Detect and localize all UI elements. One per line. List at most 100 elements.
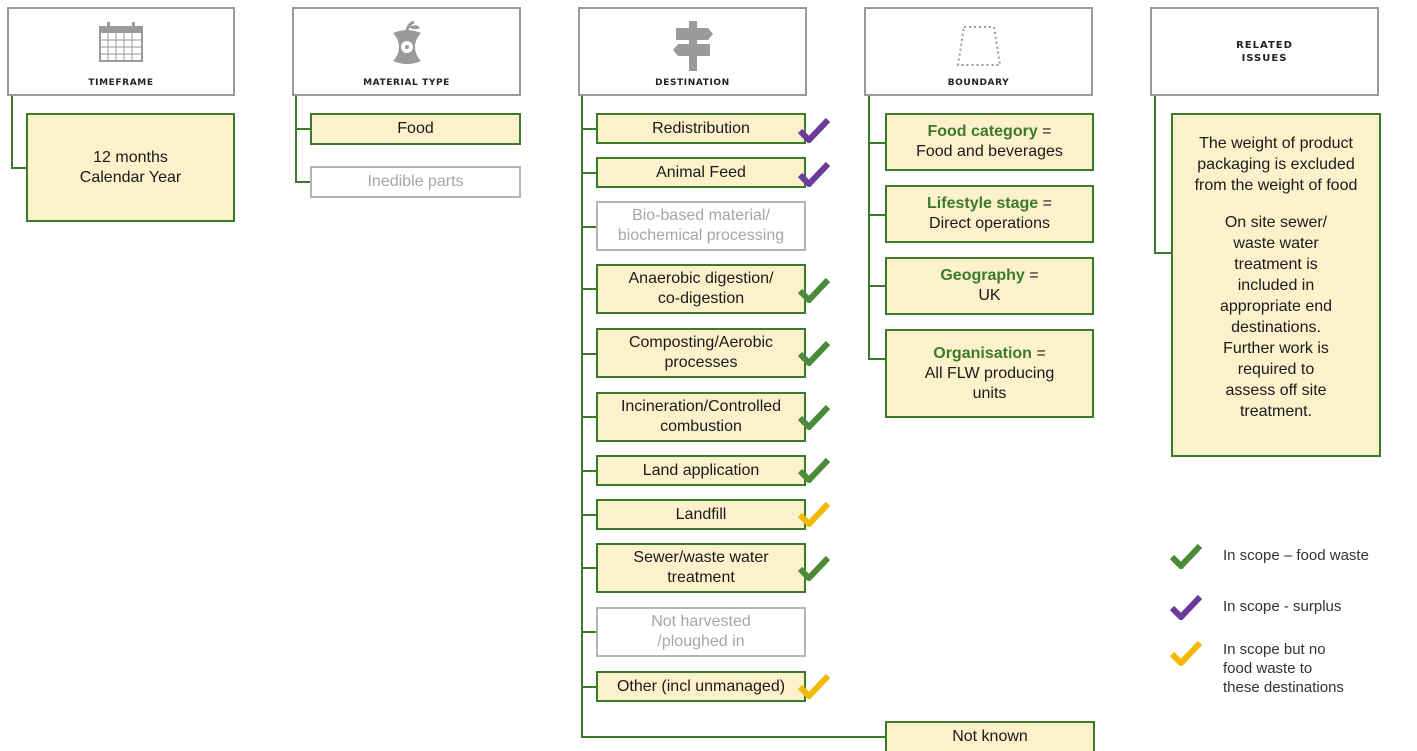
material-type-label: MATERIAL TYPE (363, 78, 450, 88)
check-purple-icon (798, 117, 830, 143)
destination-animal-feed: Animal Feed (596, 157, 806, 188)
boundary-geography-head: Geography = (940, 266, 1038, 286)
timeframe-box: 12 months Calendar Year (26, 113, 235, 222)
boundary-eq: = (1036, 344, 1046, 362)
apple-core-icon (392, 21, 421, 64)
boundary-lifestyle-stage: Lifestyle stage = Direct operations (885, 185, 1094, 243)
destination-label: treatment (667, 569, 735, 586)
boundary-value-2: units (972, 384, 1007, 402)
boundary-label-text: Organisation (933, 344, 1032, 362)
legend-green-text: In scope – food waste (1223, 546, 1369, 565)
boundary-eq: = (1042, 123, 1052, 140)
destination-anaerobic: Anaerobic digestion/ co-digestion (596, 264, 806, 314)
boundary-header: BOUNDARY (864, 7, 1093, 96)
legend-check-green-icon (1170, 543, 1202, 569)
boundary-organisation: Organisation = All FLW producing units (885, 329, 1094, 418)
destination-header: DESTINATION (578, 7, 807, 96)
destination-not-harvested: Not harvested /ploughed in (596, 607, 806, 657)
check-green-icon (798, 277, 830, 303)
legend-line: these destinations (1223, 679, 1344, 696)
destination-label: processes (664, 354, 738, 371)
boundary-eq: = (1042, 195, 1052, 212)
dest-branch (581, 172, 597, 174)
destination-composting: Composting/Aerobic processes (596, 328, 806, 378)
related-connector (1154, 96, 1156, 254)
dest-branch (581, 567, 597, 569)
check-green-icon (798, 404, 830, 430)
related-issues-box: The weight of product packaging is exclu… (1171, 113, 1381, 457)
related-issues-label-2: ISSUES (1241, 52, 1288, 64)
boundary-value: All FLW producing (924, 364, 1055, 382)
dest-branch (581, 686, 597, 688)
legend-line: In scope - surplus (1223, 598, 1342, 615)
related-p2-line: treatment is (1234, 256, 1318, 273)
related-p2-line: required to (1237, 361, 1315, 378)
related-issues-label-1: RELATED (1236, 39, 1293, 51)
destination-bio-based: Bio-based material/ biochemical processi… (596, 201, 806, 251)
related-p2-line: Further work is (1223, 340, 1329, 357)
timeframe-line2: Calendar Year (79, 168, 182, 186)
boundary-label-text: Food category (927, 123, 1038, 140)
destination-label: combustion (660, 418, 742, 435)
related-p2-line: On site sewer/ (1224, 214, 1328, 231)
boundary-value: UK (978, 287, 1001, 304)
destination-label: DESTINATION (655, 78, 730, 88)
boundary-branch (868, 214, 886, 216)
check-green-icon (798, 555, 830, 581)
destination-label: Bio-based material/ (632, 207, 770, 224)
boundary-branch (868, 358, 886, 360)
related-p1-line: The weight of product (1199, 135, 1353, 152)
material-food-label: Food (397, 120, 434, 137)
boundary-food-category: Food category = Food and beverages (885, 113, 1094, 171)
related-issues-header: RELATED ISSUES (1150, 7, 1379, 96)
legend-check-yellow-icon (1170, 640, 1202, 666)
check-green-icon (798, 340, 830, 366)
dest-branch (581, 128, 597, 130)
related-p1-line: packaging is excluded (1197, 156, 1355, 173)
boundary-organisation-head: Organisation = (933, 344, 1045, 364)
destination-redistribution: Redistribution (596, 113, 806, 144)
destination-landfill: Landfill (596, 499, 806, 530)
boundary-value: Food and beverages (916, 143, 1063, 160)
destination-label: Anaerobic digestion/ (628, 270, 774, 287)
check-purple-icon (798, 161, 830, 187)
calendar-icon (99, 22, 143, 62)
legend-line: food waste to (1223, 660, 1313, 677)
boundary-lifestyle-stage-head: Lifestyle stage = (927, 194, 1052, 214)
legend-purple-text: In scope - surplus (1223, 597, 1341, 616)
related-p2-line: included in (1237, 277, 1315, 294)
material-food-box: Food (310, 113, 521, 145)
dest-branch (581, 353, 597, 355)
material-type-header: MATERIAL TYPE (292, 7, 521, 96)
destination-not-known: Not known (885, 721, 1095, 751)
dest-branch (581, 288, 597, 290)
timeframe-line1: 12 months (93, 148, 168, 166)
boundary-branch (868, 142, 886, 144)
destination-label: Incineration/Controlled (620, 398, 782, 415)
related-connector-h (1154, 252, 1172, 254)
destination-label: Not harvested (651, 613, 751, 630)
related-p2-line: waste water (1233, 235, 1319, 252)
related-p2-line: assess off site (1225, 382, 1327, 399)
related-p1-line: from the weight of food (1194, 177, 1358, 194)
destination-incineration: Incineration/Controlled combustion (596, 392, 806, 442)
related-p2-line: treatment. (1239, 403, 1313, 420)
destination-connector-bottom (581, 736, 886, 738)
boundary-connector (868, 96, 870, 360)
dest-branch (581, 416, 597, 418)
destination-sewer: Sewer/waste water treatment (596, 543, 806, 593)
boundary-eq: = (1029, 267, 1039, 284)
destination-label: /ploughed in (657, 633, 745, 650)
legend-yellow-text: In scope but no food waste to these dest… (1223, 640, 1344, 697)
destination-label: Land application (642, 461, 760, 479)
boundary-value: Direct operations (929, 215, 1050, 232)
timeframe-connector (11, 96, 13, 169)
dashed-trapezoid-icon (956, 26, 1001, 66)
legend-line: In scope – food waste (1223, 547, 1369, 564)
related-p2-line: appropriate end (1219, 298, 1333, 315)
check-green-icon (798, 457, 830, 483)
destination-other: Other (incl unmanaged) (596, 671, 806, 702)
dest-branch (581, 631, 597, 633)
boundary-food-category-head: Food category = (927, 122, 1051, 142)
destination-label: Animal Feed (656, 163, 746, 181)
